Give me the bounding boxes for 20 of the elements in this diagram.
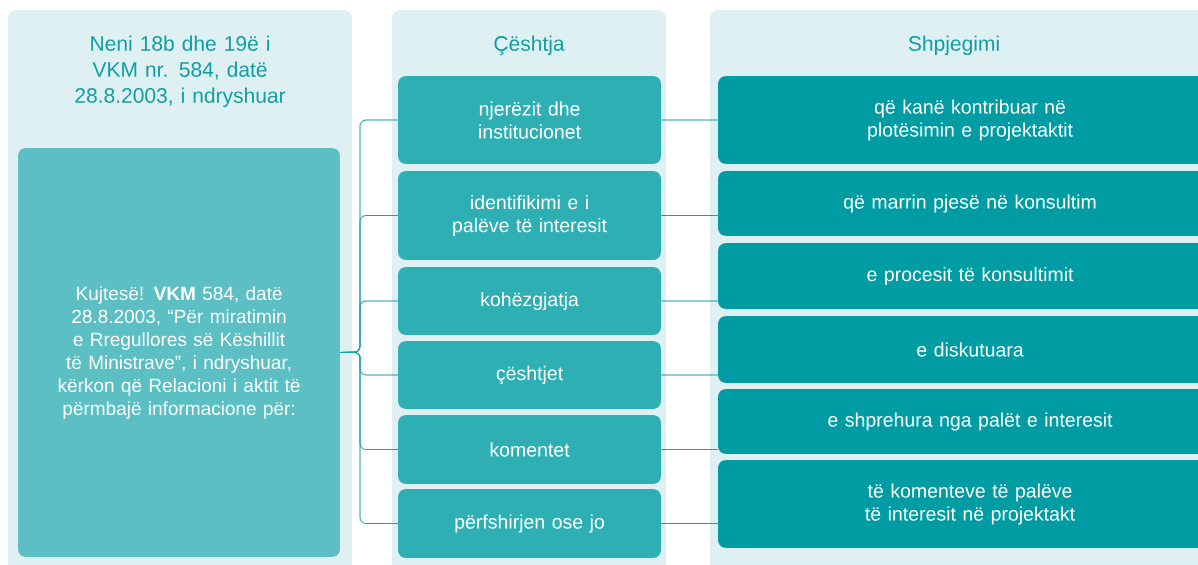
explanation-box: e shprehura nga palët e interesit: [718, 389, 1198, 454]
connector-line: [660, 119, 719, 121]
connector-line: [660, 374, 719, 376]
explanation-box: e diskutuara: [718, 316, 1198, 383]
explanation-box: që marrin pjesë në konsultim: [718, 171, 1198, 236]
topic-box: çështjet: [398, 341, 661, 409]
connector-line: [660, 215, 719, 216]
topic-box: identifikimi e i palëve të interesit: [398, 171, 661, 260]
connector-line: [339, 351, 399, 524]
topic-box: kohëzgjatja: [398, 267, 661, 335]
connector-line: [660, 300, 719, 302]
note-box: Kujtesë! VKM 584, datë 28.8.2003, “Për miratimin e Rregullores së Këshillit të Ministrave”, i ndryshuar, kërkon që Relacioni i aktit të përmbajë informacione për:: [18, 148, 340, 557]
explanation-box: të komenteve të palëve të interesit në projektakt: [718, 460, 1198, 548]
explanation-box: që kanë kontribuar në plotësimin e projektaktit: [718, 76, 1198, 164]
connector-line: [660, 523, 719, 524]
topic-box: përfshirjen ose jo: [398, 489, 661, 558]
topic-box: njerëzit dhe institucionet: [398, 76, 661, 164]
explanation-box: e procesit të konsultimit: [718, 243, 1198, 309]
connector-line: [660, 449, 719, 450]
topic-box: komentet: [398, 415, 661, 484]
